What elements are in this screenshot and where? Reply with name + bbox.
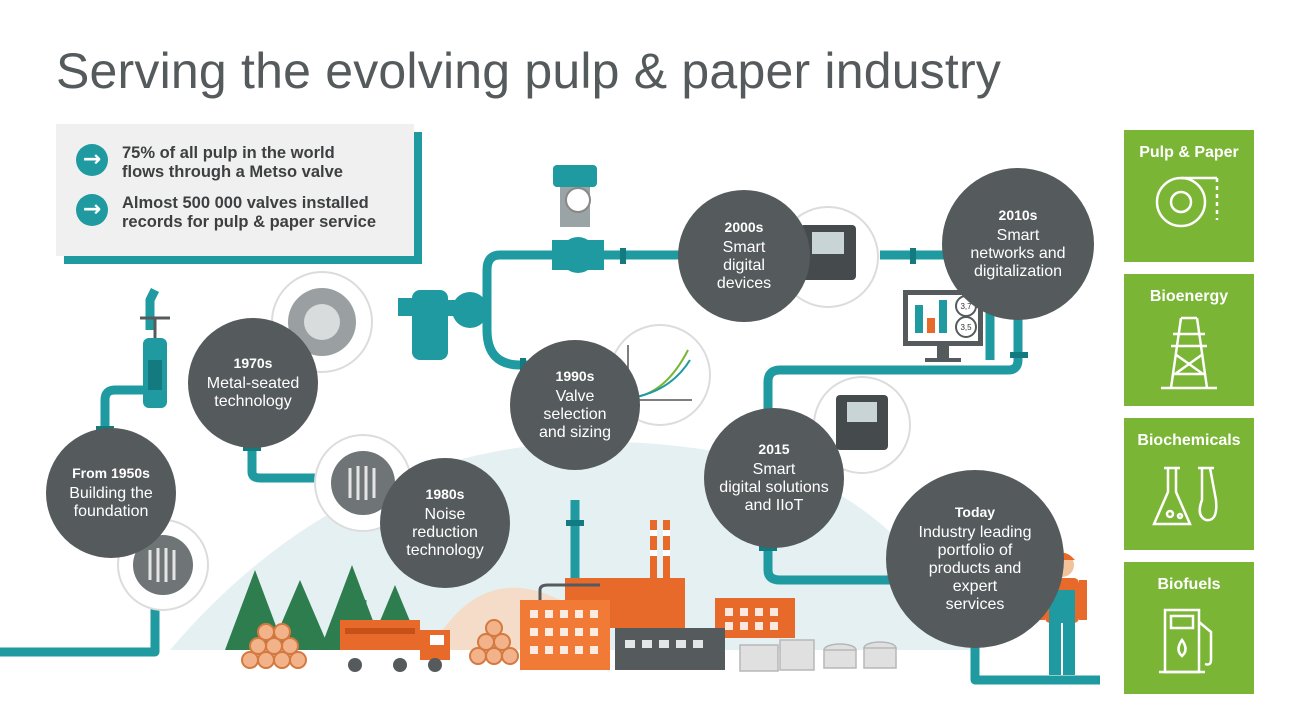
era-line: Valve [555, 388, 595, 405]
era-year: 2015 [758, 441, 790, 457]
sector-bioenergy: Bioenergy [1124, 274, 1254, 406]
era-year: 2010s [998, 207, 1038, 223]
factory [520, 520, 795, 670]
log-pile [241, 619, 519, 669]
era-line: networks and [970, 245, 1066, 262]
era-line: portfolio of [937, 542, 1013, 559]
era-2015: 2015 Smart digital solutions and IIoT [704, 408, 844, 548]
era-year: 2000s [724, 219, 764, 235]
era-line: Metal-seated [206, 375, 300, 392]
era-line: digital [723, 257, 765, 274]
era-line: technology [406, 542, 484, 559]
era-line: Smart [752, 461, 796, 478]
fact-text: 75% of all pulp in the world flows throu… [122, 144, 343, 182]
era-line: expert [952, 578, 998, 595]
arrow-right-icon: → [76, 144, 108, 176]
arrow-right-icon: → [76, 194, 108, 226]
sector-label: Biofuels [1157, 576, 1221, 593]
era-line: digitalization [973, 263, 1063, 280]
era-line: services [945, 596, 1005, 613]
gate-valve-left [140, 316, 170, 408]
era-1980s: 1980s Noise reduction technology [380, 458, 510, 588]
era-line: and IIoT [744, 497, 804, 514]
control-valve [552, 165, 604, 273]
monitor: 3,7 3,5 [903, 290, 983, 362]
era-line: Industry leading [918, 524, 1032, 541]
era-line: products and [928, 560, 1022, 577]
sector-label: Pulp & Paper [1139, 144, 1239, 161]
sector-biochemicals: Biochemicals [1124, 418, 1254, 550]
era-line: Smart [996, 227, 1040, 244]
era-year: 1980s [425, 486, 465, 502]
fact-line: 75% of all pulp in the world [122, 144, 335, 162]
era-year: From 1950s [72, 465, 150, 481]
gauge-top-value: 3,7 [960, 302, 972, 311]
era-line: Smart [722, 239, 766, 256]
era-line: selection [543, 406, 607, 423]
log-truck [340, 620, 450, 672]
sector-label: Bioenergy [1149, 288, 1229, 305]
era-line: foundation [73, 503, 149, 520]
era-line: technology [214, 393, 292, 410]
fact-line: flows through a Metso valve [122, 163, 343, 181]
flask-icon [1152, 466, 1218, 526]
paper-rolls [739, 639, 897, 672]
era-1950s: From 1950s Building the foundation [46, 428, 176, 558]
era-year: Today [954, 504, 996, 520]
era-line: digital solutions [719, 479, 829, 496]
era-line: Building the [69, 485, 153, 502]
fact-line: Almost 500 000 valves installed [122, 194, 369, 212]
era-year: 1970s [233, 355, 273, 371]
paper-roll-icon [1155, 176, 1219, 228]
era-line: devices [716, 275, 772, 292]
fact-line: records for pulp & paper service [122, 213, 377, 231]
sector-label: Biochemicals [1137, 432, 1241, 449]
era-2010s: 2010s Smart networks and digitalization [942, 168, 1094, 320]
era-today: Today Industry leading portfolio of prod… [886, 470, 1064, 648]
sector-biofuels: Biofuels [1124, 562, 1254, 694]
facts-panel: → 75% of all pulp in the world flows thr… [56, 124, 414, 256]
era-year: 1990s [555, 368, 595, 384]
era-line: Noise [424, 506, 466, 523]
power-tower-icon [1161, 316, 1217, 390]
fact-text: Almost 500 000 valves installed records … [122, 194, 376, 232]
sector-pulp-paper: Pulp & Paper [1124, 130, 1254, 262]
era-line: and sizing [538, 424, 612, 441]
actuator-valve [398, 290, 488, 360]
era-1970s: 1970s Metal-seated technology [188, 318, 318, 448]
fact-item: → 75% of all pulp in the world flows thr… [76, 144, 343, 182]
page-title: Serving the evolving pulp & paper indust… [56, 43, 1002, 99]
gauge-bottom-value: 3,5 [960, 323, 972, 332]
era-1990s: 1990s Valve selection and sizing [510, 340, 640, 470]
era-line: reduction [412, 524, 478, 541]
era-2000s: 2000s Smart digital devices [678, 190, 810, 322]
fact-item: → Almost 500 000 valves installed record… [76, 194, 376, 232]
fuel-pump-icon [1159, 608, 1213, 674]
